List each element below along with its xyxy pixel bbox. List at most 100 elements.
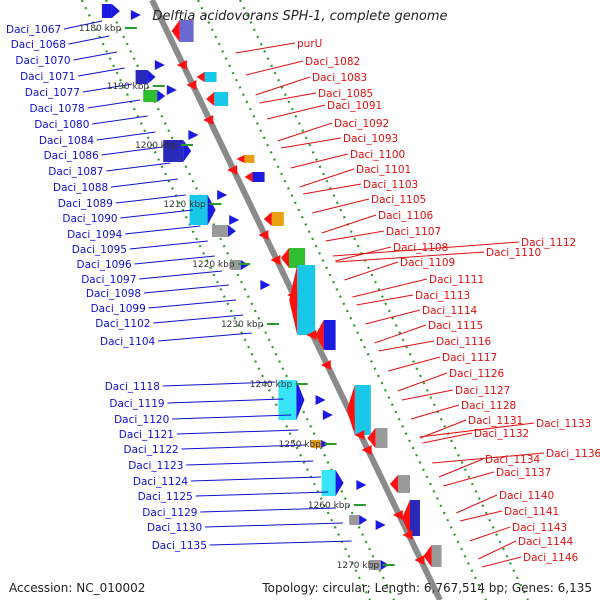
forward-gene-connector: [209, 540, 352, 546]
forward-gene-label: Daci_1094: [67, 229, 123, 241]
reverse-gene-label: Daci_1115: [428, 320, 483, 332]
reverse-feature-arrow: [171, 20, 180, 42]
forward-arrow: [217, 190, 228, 200]
forward-gene-connector: [106, 162, 171, 172]
scale-label: 1210 kbp: [163, 200, 206, 210]
forward-gene-label: Daci_1071: [20, 71, 75, 83]
reverse-feature: [252, 172, 265, 182]
forward-feature: [135, 70, 148, 84]
reverse-arrow: [186, 80, 197, 90]
reverse-feature-arrow: [281, 248, 290, 268]
reverse-arrow: [306, 330, 317, 340]
reverse-gene-connector: [469, 526, 511, 542]
forward-gene-connector: [73, 51, 118, 61]
forward-arrow: [166, 85, 177, 95]
reverse-arrow: [287, 290, 298, 300]
reverse-gene-label: Daci_1146: [523, 552, 579, 564]
reverse-gene-label: Daci_1141: [504, 506, 559, 518]
gene-callouts: Daci_1067Daci_1068Daci_1070Daci_1071Daci…: [6, 20, 600, 568]
forward-gene-label: Daci_1067: [6, 24, 61, 36]
reverse-gene-label: Daci_1131: [468, 415, 523, 427]
reverse-gene-connector: [397, 372, 448, 392]
forward-gene-connector: [204, 522, 344, 528]
forward-gene-label: Daci_1068: [11, 39, 66, 51]
reverse-gene-label: Daci_1093: [343, 133, 398, 145]
forward-gene-label: Daci_1102: [95, 318, 150, 330]
forward-gene-label: Daci_1125: [138, 491, 193, 503]
forward-arrow: [130, 10, 141, 20]
forward-gene-label: Daci_1096: [77, 259, 133, 271]
forward-feature-arrow: [183, 140, 192, 162]
forward-gene-label: Daci_1122: [124, 444, 179, 456]
reverse-feature: [354, 385, 371, 435]
forward-arrow: [260, 280, 271, 290]
reverse-arrow: [320, 360, 331, 370]
forward-gene-connector: [167, 398, 284, 404]
reverse-feature: [214, 92, 229, 106]
reverse-arrow: [258, 230, 269, 240]
reverse-feature: [375, 428, 388, 448]
forward-feature: [163, 140, 184, 162]
reverse-gene-label: Daci_1100: [350, 149, 405, 161]
reverse-feature: [297, 265, 316, 335]
reverse-gene-label: Daci_1143: [512, 522, 567, 534]
forward-gene-label: Daci_1078: [30, 103, 85, 115]
forward-arrow: [375, 520, 386, 530]
forward-arrow: [356, 480, 367, 490]
forward-feature: [368, 560, 381, 570]
reverse-gene-connector: [325, 230, 385, 242]
reverse-feature-arrow: [263, 212, 272, 226]
reverse-gene-connector: [420, 419, 467, 439]
reverse-gene-connector: [432, 452, 545, 464]
reverse-feature-arrow: [367, 428, 376, 448]
forward-gene-label: Daci_1080: [34, 119, 89, 131]
reverse-arrow: [361, 445, 372, 455]
reverse-gene-connector: [312, 198, 370, 214]
reverse-gene-connector: [344, 261, 399, 281]
forward-gene-connector: [63, 20, 103, 30]
forward-arrow: [315, 395, 326, 405]
reverse-gene-label: Daci_1117: [442, 352, 497, 364]
forward-gene-connector: [92, 115, 148, 125]
reverse-feature-arrow: [423, 545, 432, 567]
forward-feature-arrow: [296, 380, 305, 420]
reverse-gene-label: Daci_1103: [363, 179, 418, 191]
reverse-gene-connector: [259, 92, 317, 104]
forward-feature: [230, 260, 241, 270]
reverse-feature: [204, 72, 217, 82]
reverse-gene-connector: [387, 356, 441, 372]
forward-gene-connector: [96, 131, 156, 141]
reverse-feature: [179, 20, 194, 42]
reverse-gene-connector: [482, 556, 522, 568]
scale-label: 1200 kbp: [135, 141, 178, 151]
forward-gene-label: Daci_1088: [53, 182, 108, 194]
reverse-gene-connector: [443, 471, 495, 487]
forward-feature: [311, 440, 322, 448]
scale-label: 1270 kbp: [337, 561, 380, 571]
forward-feature: [143, 90, 158, 102]
reverse-gene-label: Daci_1128: [461, 400, 516, 412]
reverse-gene-connector: [280, 137, 342, 149]
forward-gene-label: Daci_1098: [86, 288, 141, 300]
reverse-gene-label: Daci_1112: [521, 237, 576, 249]
reverse-gene-label: Daci_1083: [312, 72, 367, 84]
reverse-gene-connector: [299, 168, 355, 188]
forward-gene-label: Daci_1086: [44, 150, 100, 162]
reverse-gene-connector: [459, 510, 503, 522]
forward-gene-label: Daci_1087: [48, 166, 103, 178]
scale-label: 1190 kbp: [107, 82, 150, 92]
forward-gene-connector: [181, 444, 306, 450]
forward-gene-label: Daci_1090: [62, 213, 117, 225]
reverse-arrow: [270, 255, 281, 265]
reverse-arrow: [354, 430, 365, 440]
reverse-gene-connector: [290, 153, 349, 169]
reverse-feature-arrow: [289, 265, 298, 335]
forward-gene-connector: [190, 476, 321, 482]
forward-gene-label: Daci_1118: [105, 381, 160, 393]
forward-gene-label: Daci_1120: [114, 414, 169, 426]
reverse-gene-label: Daci_1082: [305, 56, 360, 68]
reverse-feature-arrow: [244, 172, 253, 182]
reverse-gene-label: Daci_1126: [449, 368, 505, 380]
forward-gene-connector: [172, 414, 292, 420]
forward-gene-label: Daci_1084: [39, 135, 95, 147]
